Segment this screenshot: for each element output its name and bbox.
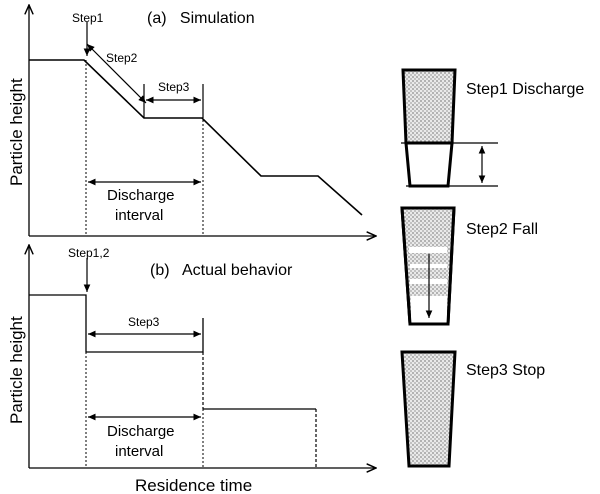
panel-a-step2-label: Step2 [106,51,138,65]
panel-b-height-curve-1 [29,294,204,353]
container-step2-gap-1 [409,247,447,253]
panel-a-step3-label: Step3 [158,80,190,94]
panel-a-interval-label-2: interval [115,207,163,224]
container-step1-empty [404,141,454,188]
panel-b-title: (b) Actual behavior [150,262,293,279]
container-step3: Step3 Stop [400,350,545,468]
panel-a-step2-parallel [86,43,147,104]
panel-a-title: (a) Simulation [147,10,255,27]
panel-b-y-label: Particle height [7,316,26,424]
panel-b-interval-label-2: interval [115,443,163,460]
panel-a-step1-label: Step1 [72,11,104,25]
panel-a: (a) Simulation Step1 Step2 Step3 Dischar… [7,5,376,236]
panel-b: (b) Actual behavior Step1,2 Step3 Discha… [7,245,376,468]
panel-a-height-curve [29,59,363,216]
panel-b-step12-label: Step1,2 [68,246,110,260]
container-step2-outline [400,206,456,326]
panel-b-interval-label-1: Discharge [107,423,175,440]
container-step2-label: Step2 Fall [466,221,538,238]
x-axis-label: Residence time [135,476,252,494]
container-step2: Step2 Fall [400,206,538,326]
panel-a-y-label: Particle height [7,78,26,186]
panel-b-step3-label: Step3 [128,315,160,329]
container-step1-label: Step1 Discharge [466,81,584,98]
container-step3-fill [400,350,457,468]
container-step3-label: Step3 Stop [466,362,545,379]
panel-a-interval-label-1: Discharge [107,187,175,204]
container-step1: Step1 Discharge [401,68,584,188]
container-step1-fill [401,68,457,145]
